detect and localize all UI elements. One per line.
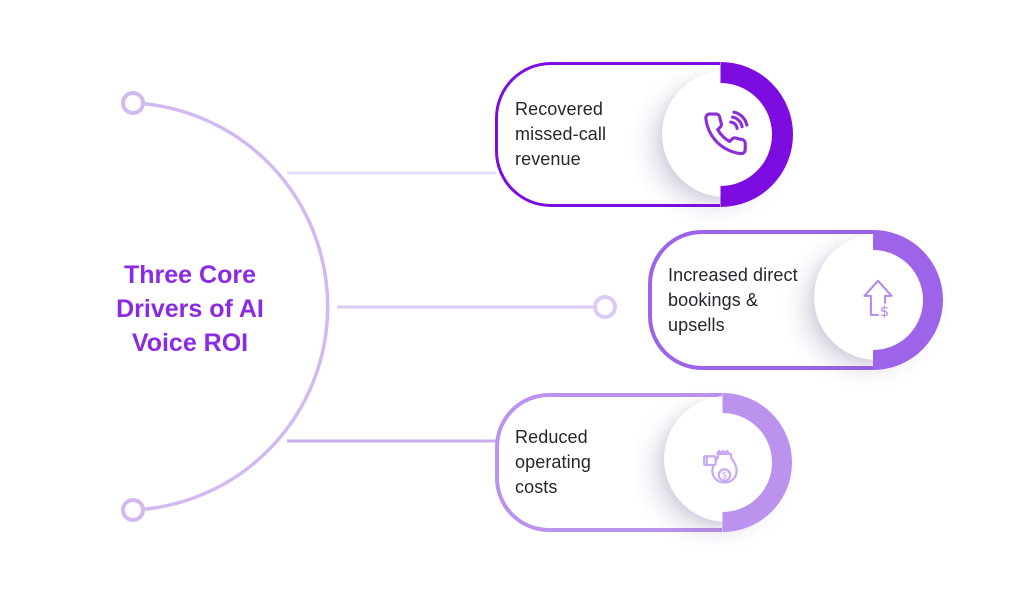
card-outline [495,62,720,207]
card-outline [495,393,722,532]
dollar-glyph: $ [721,470,727,481]
title-line: Three Core [124,261,256,289]
phone-call-icon [704,110,749,156]
diagram-title: Three Core Drivers of AI Voice ROI [85,258,295,360]
dollar-glyph: $ [880,304,889,320]
title-line: Drivers of AI [116,295,264,323]
card-label: Recovered missed-call revenue [515,99,607,169]
arrow-up-dollar-icon: $ [863,279,893,320]
connector-middle-ring [593,295,617,319]
main-arc [132,101,330,512]
money-bag-icon: $ [703,449,738,484]
card-label: Increased direct bookings & upsells [668,265,798,335]
arc-end-bottom-ring [121,498,145,522]
title-line: Voice ROI [131,329,249,357]
card-label: Reduced operating costs [515,427,591,497]
card-outline [648,230,873,370]
arc-end-top-ring [121,91,145,115]
